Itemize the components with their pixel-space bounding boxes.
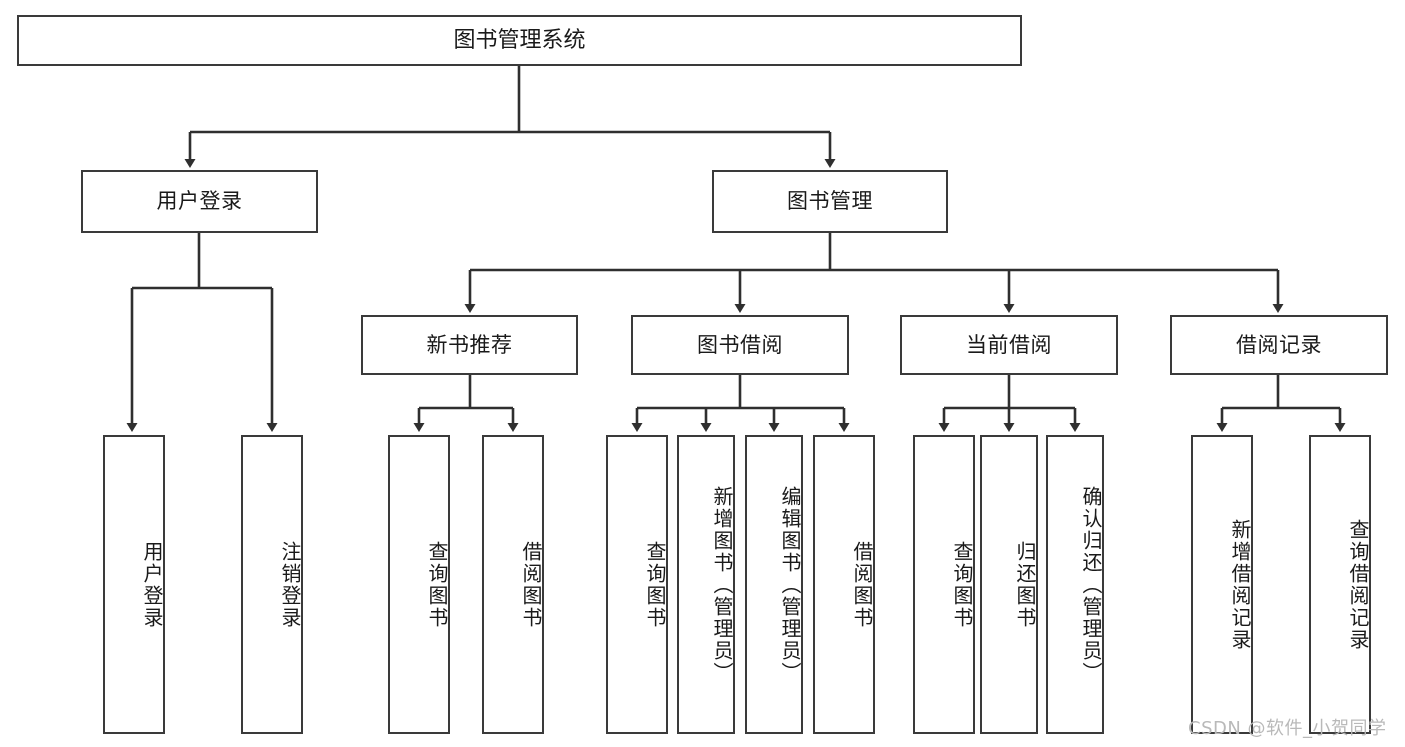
node-label: 用户登录 <box>156 189 243 214</box>
node-label: 查询图书 <box>950 540 974 629</box>
node-label: 图书管理系统 <box>453 27 586 53</box>
leaf-borrow-books[interactable]: 借阅图书 <box>813 435 875 734</box>
leaf-query-books-rec[interactable]: 查询图书 <box>388 435 450 734</box>
node-current-borrowing[interactable]: 当前借阅 <box>900 315 1118 375</box>
node-label: 查询图书 <box>425 540 449 629</box>
node-user-login[interactable]: 用户登录 <box>81 170 318 233</box>
node-borrowing-records[interactable]: 借阅记录 <box>1170 315 1388 375</box>
node-label: 查询图书 <box>643 540 667 629</box>
leaf-query-books-borrow[interactable]: 查询图书 <box>606 435 668 734</box>
node-label: 图书借阅 <box>697 332 783 357</box>
node-label: 编辑图书（管理员） <box>778 485 802 684</box>
leaf-confirm-return-admin[interactable]: 确认归还（管理员） <box>1046 435 1104 734</box>
node-label: 用户登录 <box>140 540 164 629</box>
leaf-query-books-current[interactable]: 查询图书 <box>913 435 975 734</box>
node-label: 当前借阅 <box>966 332 1052 357</box>
node-label: 借阅记录 <box>1236 332 1322 357</box>
leaf-user-login[interactable]: 用户登录 <box>103 435 165 734</box>
node-label: 借阅图书 <box>850 540 874 629</box>
node-label: 确认归还（管理员） <box>1079 485 1103 684</box>
node-new-book-recommendation[interactable]: 新书推荐 <box>361 315 578 375</box>
leaf-add-book-admin[interactable]: 新增图书（管理员） <box>677 435 735 734</box>
node-root-book-management-system[interactable]: 图书管理系统 <box>17 15 1022 66</box>
leaf-edit-book-admin[interactable]: 编辑图书（管理员） <box>745 435 803 734</box>
leaf-logout[interactable]: 注销登录 <box>241 435 303 734</box>
node-label: 借阅图书 <box>519 540 543 629</box>
leaf-return-books[interactable]: 归还图书 <box>980 435 1038 734</box>
node-label: 新书推荐 <box>426 332 513 357</box>
leaf-query-borrow-record[interactable]: 查询借阅记录 <box>1309 435 1371 734</box>
leaf-add-borrow-record[interactable]: 新增借阅记录 <box>1191 435 1253 734</box>
node-label: 归还图书 <box>1013 540 1037 629</box>
node-label: 新增借阅记录 <box>1228 518 1252 651</box>
node-book-management[interactable]: 图书管理 <box>712 170 948 233</box>
node-label: 图书管理 <box>787 189 873 214</box>
node-label: 新增图书（管理员） <box>710 485 734 684</box>
node-label: 注销登录 <box>278 540 302 629</box>
csdn-watermark: CSDN @软件_小贺同学 <box>1188 718 1387 739</box>
node-book-borrowing[interactable]: 图书借阅 <box>631 315 849 375</box>
leaf-borrow-books-rec[interactable]: 借阅图书 <box>482 435 544 734</box>
node-label: 查询借阅记录 <box>1346 518 1370 651</box>
